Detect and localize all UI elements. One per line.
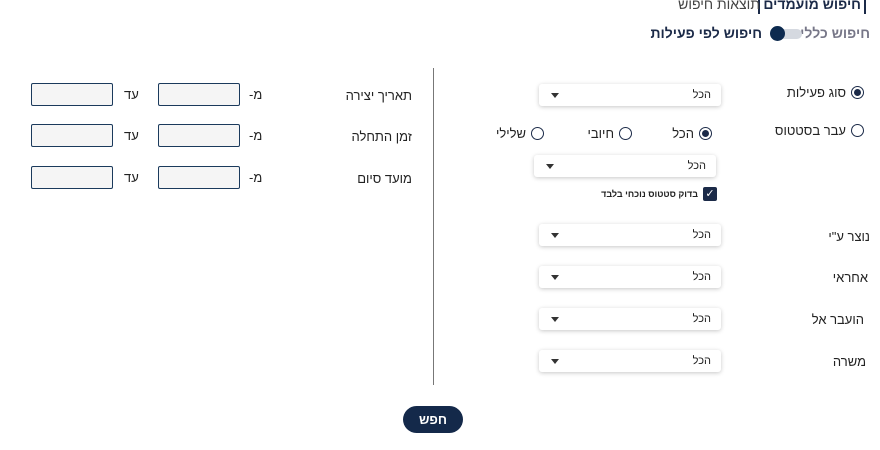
creation-date-label: תאריך יצירה [345,88,412,103]
transferred-to-label: הועבר אל [811,312,864,327]
to-label: עד [124,170,139,185]
chevron-down-icon [551,359,559,364]
radio-icon [531,127,544,140]
end-date-from-input[interactable] [158,166,240,189]
position-label: משרה [832,354,866,369]
status-select[interactable]: הכל [534,155,716,177]
transferred-to-select[interactable]: הכל [539,308,721,330]
chevron-down-icon [551,233,559,238]
checkbox-label: בדוק סטטוס נוכחי בלבד [601,189,698,199]
status-option-all[interactable]: הכל [660,126,712,142]
radio-icon [851,86,864,99]
position-select[interactable]: הכל [539,350,721,372]
column-divider [433,68,434,385]
start-time-to-input[interactable] [31,124,113,147]
tab-bar: חיפוש מועמדים תוצאות חיפוש [678,0,880,20]
from-label: מ- [249,128,263,143]
end-date-label: מועד סיום [357,171,412,186]
to-label: עד [124,128,139,143]
current-status-checkbox[interactable]: ✓ בדוק סטטוס נוכחי בלבד [597,187,717,202]
checkbox-checked-icon: ✓ [703,187,717,201]
tab-search-results[interactable]: תוצאות חיפוש [678,0,760,12]
search-button[interactable]: חפש [403,406,463,433]
radio-label: הכל [672,126,694,141]
toggle-off-label: חיפוש כללי [800,25,870,41]
chevron-down-icon [546,164,554,169]
chevron-down-icon [551,275,559,280]
tab-candidate-search[interactable]: חיפוש מועמדים [758,0,866,14]
creation-date-to-input[interactable] [31,83,113,106]
from-label: מ- [249,87,263,102]
responsible-select[interactable]: הכל [539,266,721,288]
from-label: מ- [249,170,263,185]
created-by-label: נוצר ע"י [828,229,870,244]
responsible-label: אחראי [832,270,868,285]
chevron-down-icon [551,93,559,98]
chevron-down-icon [551,317,559,322]
radio-label: עבר בסטטוס [774,123,846,138]
to-label: עד [124,87,139,102]
start-time-label: זמן התחלה [351,129,412,144]
radio-label: שלילי [495,126,526,141]
toggle-track [774,29,802,39]
radio-icon [699,127,712,140]
search-mode-toggle[interactable] [770,26,802,41]
start-time-from-input[interactable] [158,124,240,147]
radio-label: חיובי [587,126,614,141]
created-by-select[interactable]: הכל [539,224,721,246]
toggle-on-label: חיפוש לפי פעילות [650,25,762,41]
end-date-to-input[interactable] [31,166,113,189]
radio-label: סוג פעילות [786,85,846,100]
creation-date-from-input[interactable] [158,83,240,106]
activity-type-select[interactable]: הכל [539,84,721,106]
status-option-positive[interactable]: חיובי [580,126,632,142]
toggle-knob [770,26,785,41]
radio-icon [851,124,864,137]
status-option-negative[interactable]: שלילי [496,126,544,142]
radio-icon [619,127,632,140]
